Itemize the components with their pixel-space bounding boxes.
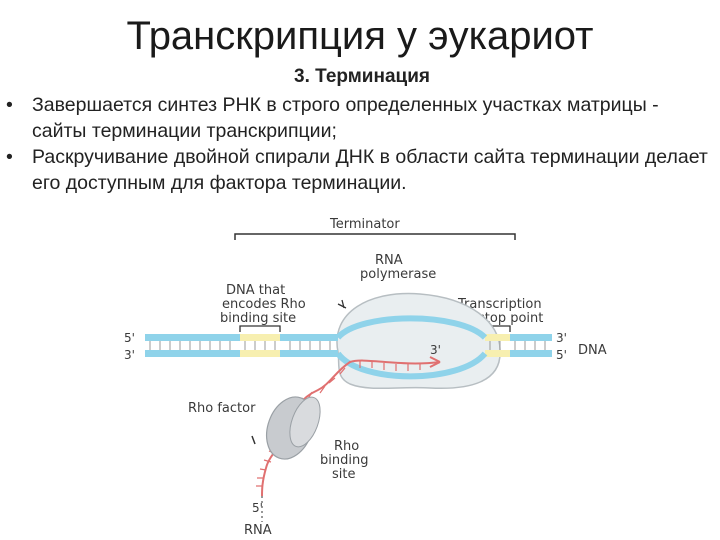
rho-site-bracket: [239, 325, 281, 332]
rna-three-prime-label: 3': [430, 343, 441, 357]
dna-base-pairs: [149, 341, 546, 350]
three-prime-bottom-left: 3': [124, 348, 135, 362]
dna-top-strand: [145, 315, 552, 341]
rna-polymerase-label: RNA: [375, 253, 403, 268]
rho-factor-label: Rho factor: [188, 401, 256, 416]
rna-polymerase-label: polymerase: [360, 267, 436, 282]
rna-polymerase-shape: [336, 292, 501, 390]
dna-rho-label: binding site: [220, 311, 296, 326]
rho-site-pointer: [337, 299, 347, 309]
stop-point-label: Transcription: [457, 297, 542, 312]
stop-point-label: stop point: [478, 311, 543, 326]
rho-factor-pointer: [251, 435, 256, 445]
termination-diagram: Terminator RNA polymerase DNA that encod…: [124, 217, 607, 538]
dna-rho-label: encodes Rho: [222, 297, 306, 312]
three-prime-top-right: 3': [556, 331, 567, 345]
five-prime-top-left: 5': [124, 331, 135, 345]
rna-label: RNA: [244, 523, 272, 538]
bullet-item: Завершается синтез РНК в строго определе…: [0, 92, 716, 144]
slide-title: Транскрипция у эукариот: [126, 14, 594, 58]
terminator-label: Terminator: [329, 217, 400, 232]
rho-binding-site-label: binding: [320, 453, 368, 468]
slide-subtitle: 3. Терминация: [0, 66, 720, 88]
bullet-list: Завершается синтез РНК в строго определе…: [0, 92, 716, 196]
dna-rho-label: DNA that: [226, 283, 285, 298]
terminator-bracket: [234, 233, 516, 240]
rho-binding-site-label: site: [332, 467, 355, 482]
rho-factor-shape: [266, 396, 321, 460]
subtitle-text: 3. Терминация: [294, 66, 430, 87]
bullet-item: Раскручивание двойной спирали ДНК в обла…: [0, 144, 716, 196]
five-prime-bottom-right: 5': [556, 348, 567, 362]
rna-five-prime-label: 5': [252, 501, 263, 515]
rho-binding-site-label: Rho: [334, 439, 359, 454]
dna-label: DNA: [578, 343, 607, 358]
